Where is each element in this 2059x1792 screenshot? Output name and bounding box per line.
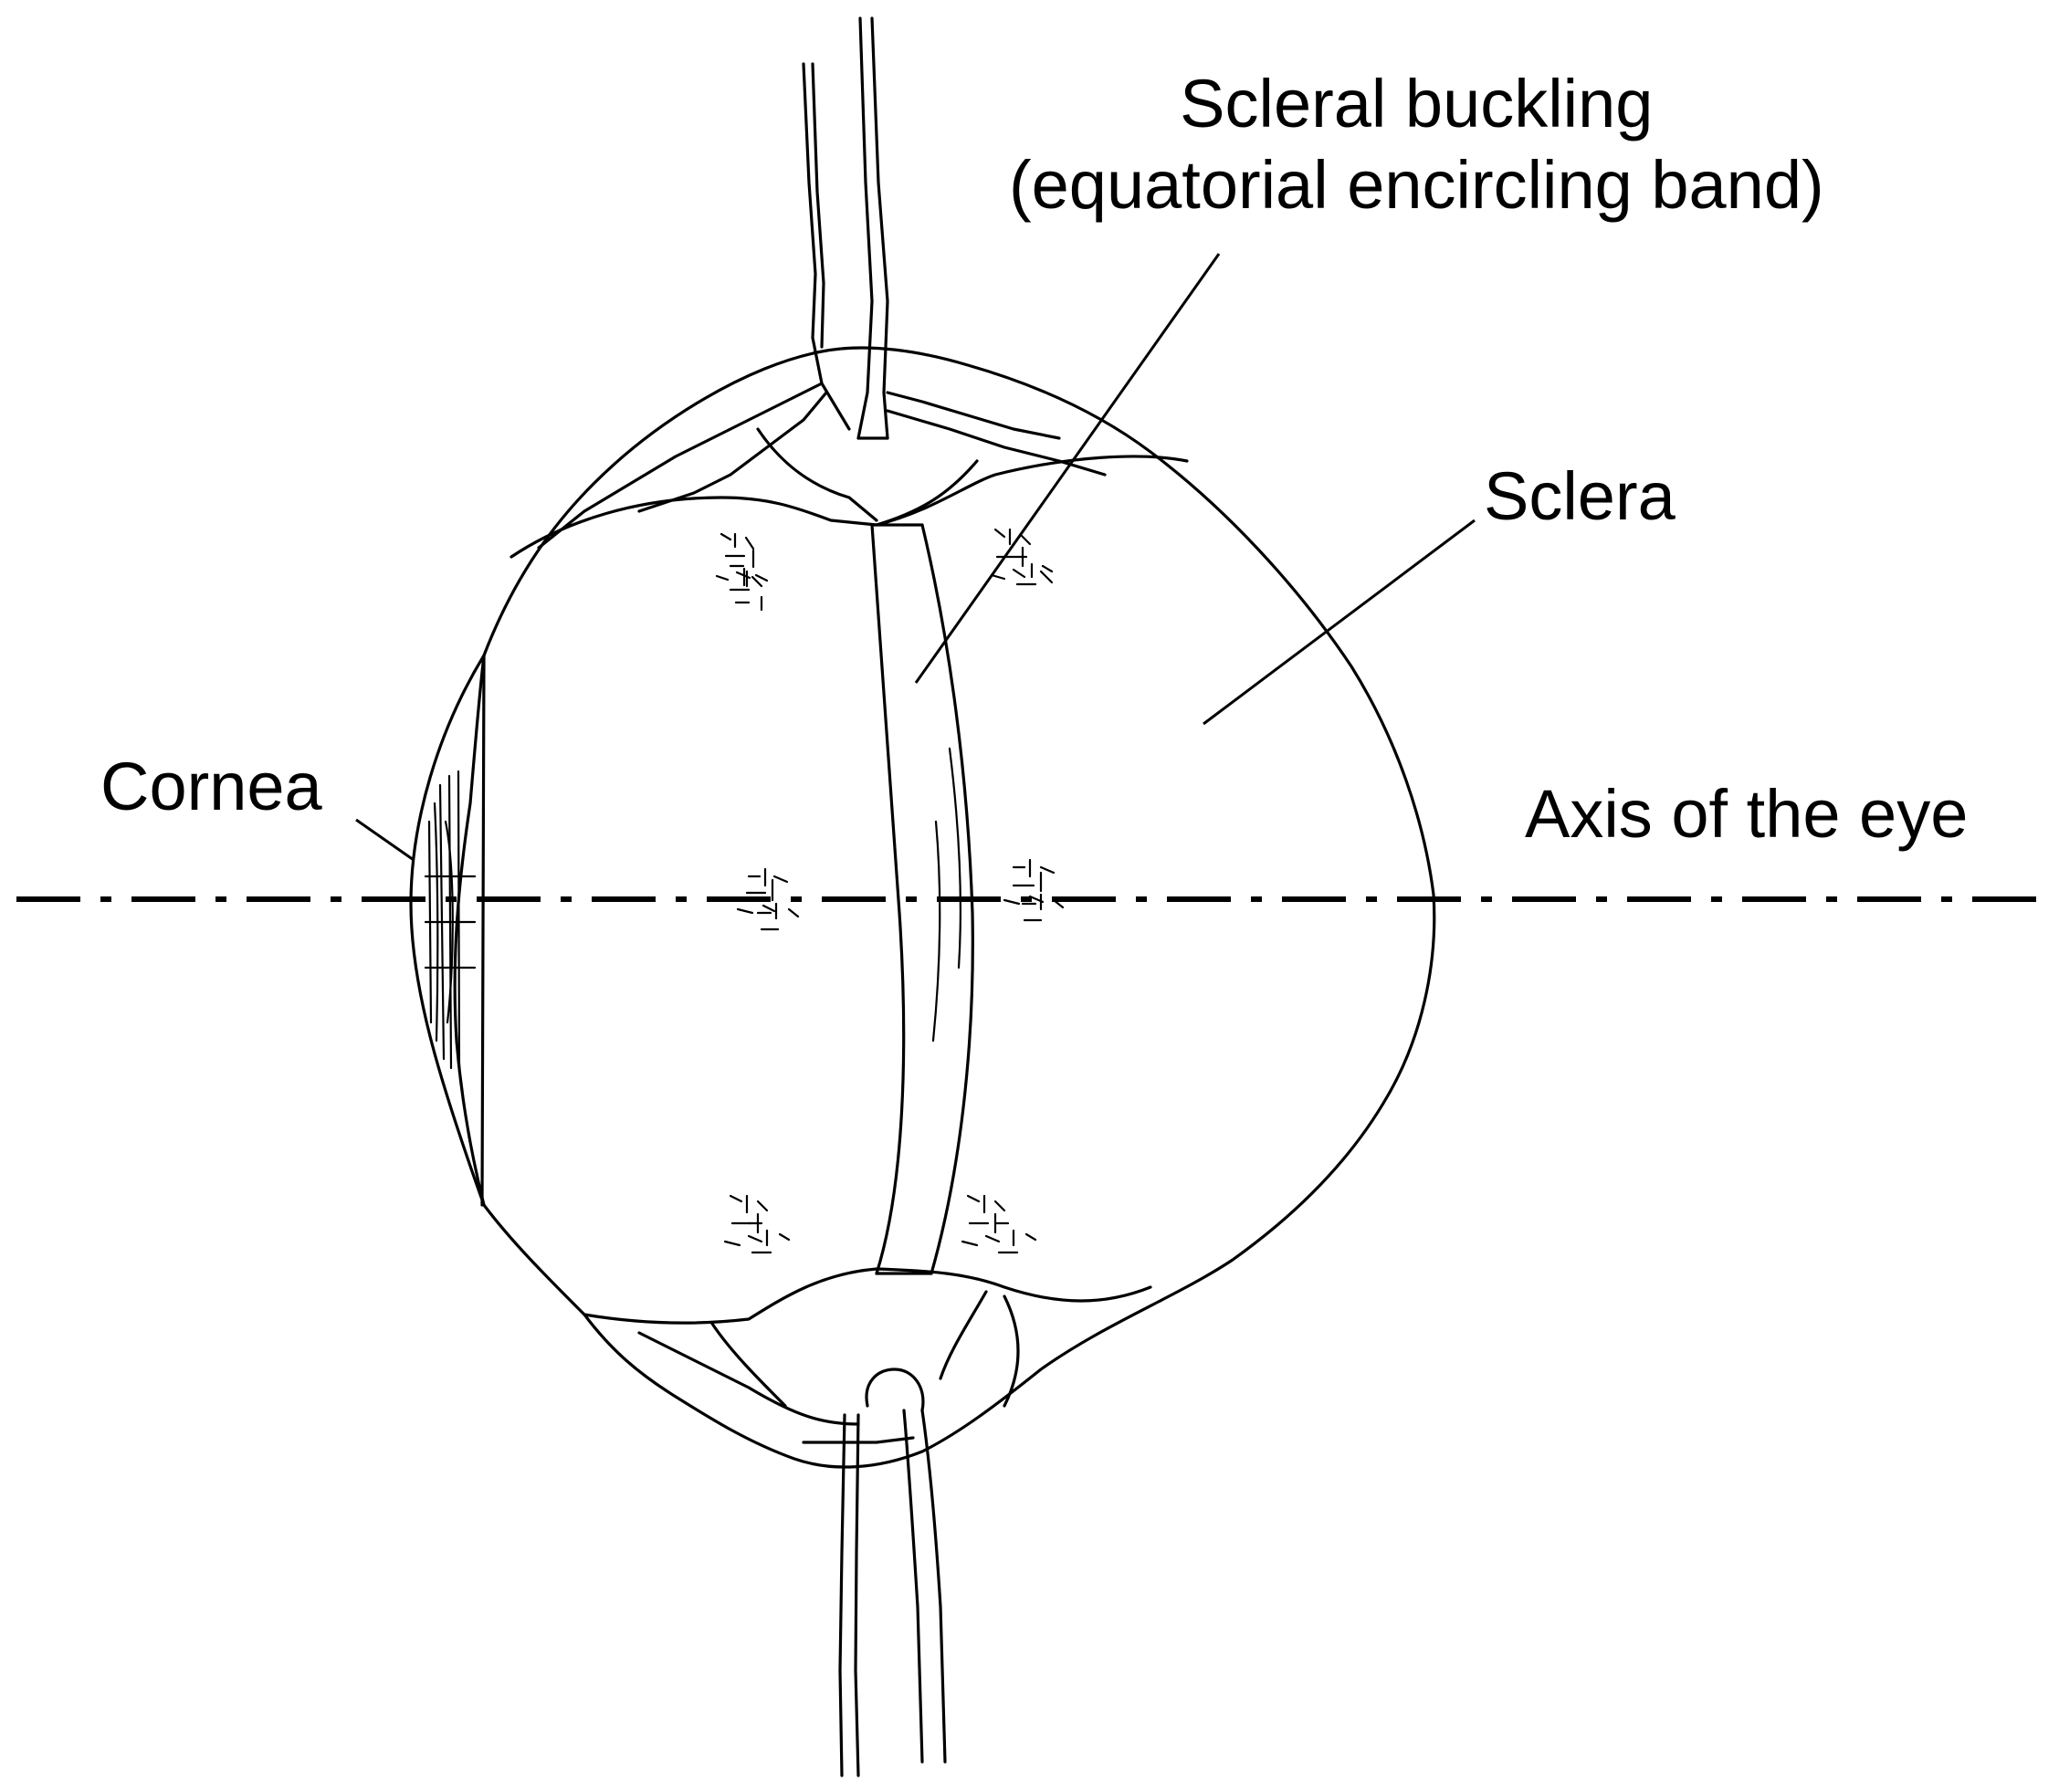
lower-muscle-strands bbox=[802, 1368, 947, 1777]
cornea-texture bbox=[424, 770, 477, 1074]
axis-label: Axis of the eye bbox=[1525, 776, 1969, 852]
scleral-buckling-title: Scleral buckling bbox=[1180, 66, 1654, 141]
buckling-leader-line bbox=[914, 253, 1221, 684]
sclera-leader-line bbox=[1203, 519, 1476, 726]
cornea-leader-line bbox=[355, 818, 415, 862]
scleral-buckling-label: Scleral buckling (equatorial encircling … bbox=[1009, 64, 1824, 226]
suture-marks bbox=[715, 528, 1065, 1254]
cornea-shape bbox=[409, 654, 486, 1207]
cornea-label: Cornea bbox=[100, 749, 322, 824]
sclera-label: Sclera bbox=[1484, 458, 1676, 534]
scleral-buckling-subtitle: (equatorial encircling band) bbox=[1009, 146, 1824, 223]
upper-muscle-strands bbox=[537, 16, 1107, 550]
